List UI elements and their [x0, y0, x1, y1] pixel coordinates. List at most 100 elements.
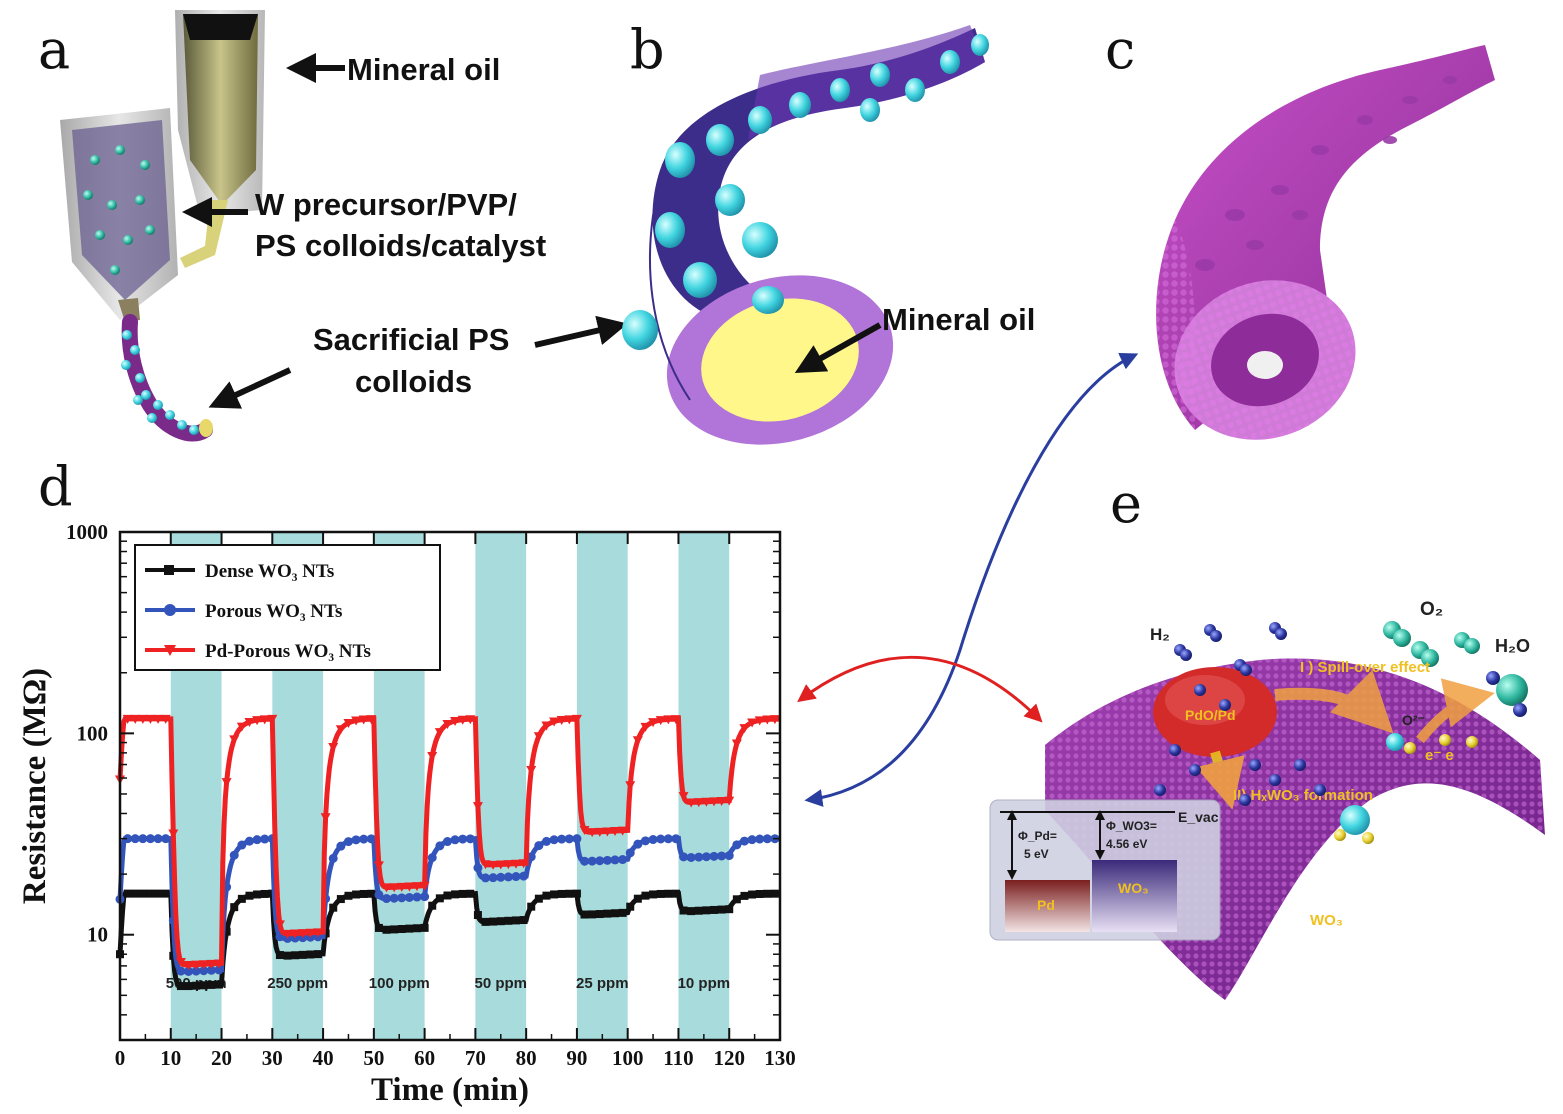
- x-tick-label-8: 80: [516, 1046, 537, 1070]
- marker-0-54: [184, 982, 193, 991]
- label-phi-pd: Φ_Pd=: [1018, 829, 1057, 843]
- marker-0-24: [146, 889, 155, 898]
- marker-1-36: [161, 834, 171, 844]
- marker-1-420: [648, 835, 658, 845]
- marker-2-24: [145, 714, 156, 724]
- marker-2-510: [762, 715, 773, 725]
- marker-2-456: [693, 798, 704, 808]
- marker-1-174: [336, 841, 346, 851]
- marker-0-366: [580, 910, 589, 919]
- marker-1-414: [640, 836, 650, 846]
- marker-2-306: [503, 860, 514, 870]
- marker-2-348: [556, 715, 567, 725]
- marker-2-156: [313, 928, 323, 938]
- marker-2-402: [625, 781, 636, 791]
- marker-1-324: [526, 852, 536, 862]
- marker-1-402: [625, 848, 635, 858]
- marker-0-426: [656, 889, 665, 898]
- marker-1-180: [343, 837, 353, 847]
- x-tick-label-4: 40: [313, 1046, 334, 1070]
- marker-1-6: [123, 834, 133, 844]
- marker-2-36: [160, 714, 171, 724]
- marker-1-384: [602, 855, 612, 865]
- x-tick-label-3: 30: [262, 1046, 283, 1070]
- marker-1-348: [557, 834, 567, 844]
- series-markers-0: [116, 889, 779, 991]
- marker-2-330: [533, 732, 544, 742]
- marker-1-372: [587, 856, 597, 866]
- marker-2-318: [518, 859, 529, 869]
- label-phi-wo3: Φ_WO3=: [1106, 819, 1157, 833]
- marker-0-288: [481, 917, 490, 926]
- marker-1-306: [503, 872, 513, 882]
- marker-1-60: [191, 966, 201, 976]
- marker-1-492: [739, 836, 749, 846]
- marker-2-72: [206, 959, 217, 969]
- marker-0-264: [451, 890, 460, 899]
- marker-1-234: [412, 892, 422, 902]
- label-precursor-line1: W precursor/PVP/: [255, 187, 517, 222]
- concentration-label-2: 100 ppm: [369, 975, 430, 992]
- label-o2: O₂: [1420, 599, 1443, 620]
- marker-2-336: [541, 721, 552, 731]
- legend-label-0: Dense WO₃ NTs: [205, 561, 334, 582]
- marker-1-360: [572, 834, 582, 844]
- marker-2-120: [267, 714, 278, 724]
- marker-0-480: [725, 905, 734, 914]
- x-tick-label-7: 70: [465, 1046, 486, 1070]
- marker-1-408: [633, 839, 643, 849]
- label-h2o: H₂O: [1495, 636, 1530, 656]
- label-sacrificial-line2: colloids: [355, 364, 472, 399]
- legend-marker-1: [164, 604, 176, 616]
- label-spillover: I ) Spill-over effect: [1300, 659, 1430, 676]
- marker-0-270: [458, 889, 467, 898]
- marker-0-456: [694, 906, 703, 915]
- marker-0-132: [283, 951, 292, 960]
- marker-1-390: [610, 855, 620, 865]
- marker-1-294: [488, 873, 498, 883]
- legend-marker-2: [164, 645, 176, 656]
- label-hxwo3-formation: II) HₓWO₃ formation: [1233, 787, 1373, 804]
- marker-1-102: [244, 836, 254, 846]
- marker-2-354: [564, 715, 575, 725]
- marker-0-222: [397, 925, 406, 934]
- marker-2-384: [602, 827, 613, 837]
- marker-2-378: [594, 827, 605, 837]
- marker-0-36: [161, 889, 170, 898]
- marker-2-54: [183, 960, 194, 970]
- marker-2-312: [511, 859, 521, 869]
- marker-2-114: [259, 715, 270, 725]
- marker-2-396: [617, 826, 628, 836]
- wo3-band: [1092, 860, 1177, 932]
- marker-1-318: [519, 871, 529, 881]
- label-phi-wo3-value: 4.56 eV: [1106, 837, 1147, 851]
- marker-0-462: [702, 906, 711, 915]
- marker-2-186: [351, 716, 362, 726]
- marker-2-474: [716, 796, 727, 806]
- marker-2-174: [335, 725, 346, 735]
- label-electrons: e⁻ e: [1425, 747, 1454, 764]
- marker-0-192: [359, 889, 368, 898]
- marker-2-324: [526, 765, 537, 775]
- marker-0-384: [603, 909, 612, 918]
- marker-2-108: [252, 716, 263, 726]
- label-pd-band: Pd: [1037, 897, 1055, 913]
- marker-0-324: [527, 902, 536, 911]
- panel-label-e: e: [1110, 472, 1142, 535]
- marker-0-378: [595, 910, 604, 919]
- marker-2-504: [754, 716, 765, 726]
- marker-1-378: [595, 856, 605, 866]
- label-h2: H₂: [1150, 625, 1170, 644]
- marker-2-162: [320, 813, 331, 823]
- legend-label-2: Pd-Porous WO₃ NTs: [205, 641, 371, 662]
- marker-1-432: [663, 834, 673, 844]
- x-tick-label-1: 10: [160, 1046, 181, 1070]
- exposure-band-5: [678, 532, 730, 1040]
- marker-1-468: [709, 851, 719, 861]
- label-pdo-pd: PdO/Pd: [1185, 707, 1236, 723]
- marker-0-492: [740, 891, 749, 900]
- x-tick-label-11: 110: [663, 1046, 693, 1070]
